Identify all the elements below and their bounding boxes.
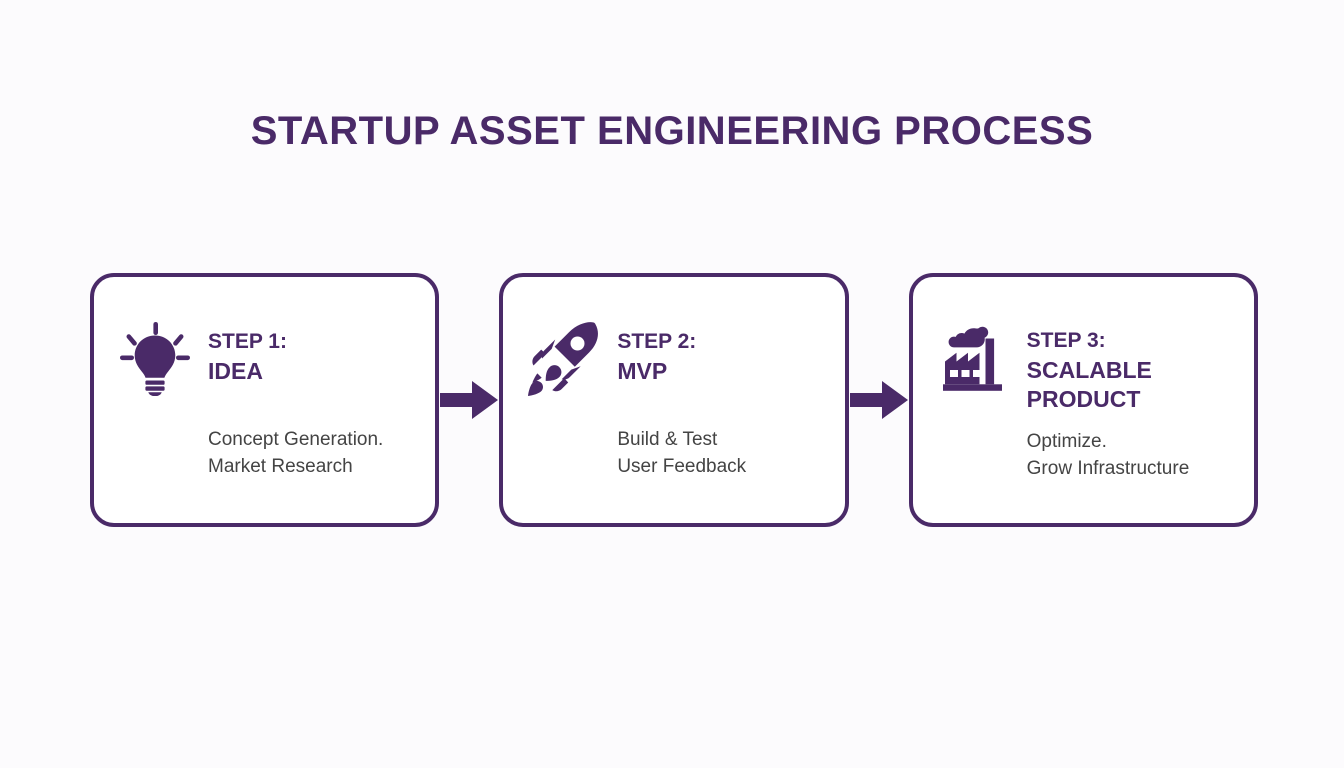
step-title: MVP — [617, 358, 668, 384]
step-card-heading: STEP 2: MVP — [617, 320, 696, 386]
step-title: SCALABLE PRODUCT — [1026, 356, 1152, 412]
step-description: Concept Generation. Market Research — [208, 426, 413, 480]
step-description: Build & Test User Feedback — [617, 426, 822, 480]
step-card-header: STEP 3: SCALABLE PRODUCT — [937, 319, 1232, 414]
step-card-heading: STEP 3: SCALABLE PRODUCT — [1027, 319, 1232, 414]
step-card-header: STEP 1: IDEA — [118, 320, 413, 398]
step-description-line: Build & Test — [617, 429, 718, 450]
step-card-heading: STEP 1: IDEA — [208, 320, 287, 386]
step-description-line: Concept Generation. — [208, 429, 384, 450]
arrow-step1-to-step2 — [439, 377, 499, 423]
factory-icon — [937, 319, 1011, 399]
arrow-step2-to-step3 — [849, 377, 909, 423]
rocket-icon — [527, 320, 601, 398]
step-description: Optimize. Grow Infrastructure — [1027, 428, 1232, 482]
step-label: STEP 1: — [208, 330, 287, 353]
step-description-line: User Feedback — [617, 456, 747, 477]
process-flow: STEP 1: IDEA Concept Generation. Market … — [90, 273, 1258, 527]
page-title: STARTUP ASSET ENGINEERING PROCESS — [250, 109, 1094, 153]
lightbulb-icon — [118, 320, 192, 398]
step-description-line: Optimize. — [1026, 430, 1107, 452]
step-label: STEP 3: — [1026, 328, 1106, 352]
step-title: IDEA — [208, 358, 263, 384]
step-description-line: Market Research — [208, 456, 353, 477]
step-card-scalable-product[interactable]: STEP 3: SCALABLE PRODUCT Optimize. Grow … — [908, 273, 1258, 527]
step-description-line: Grow Infrastructure — [1026, 457, 1190, 479]
step-label: STEP 2: — [617, 330, 697, 353]
step-card-header: STEP 2: MVP — [527, 320, 822, 398]
step-card-mvp[interactable]: STEP 2: MVP Build & Test User Feedback — [499, 273, 849, 527]
step-card-idea[interactable]: STEP 1: IDEA Concept Generation. Market … — [90, 273, 440, 527]
